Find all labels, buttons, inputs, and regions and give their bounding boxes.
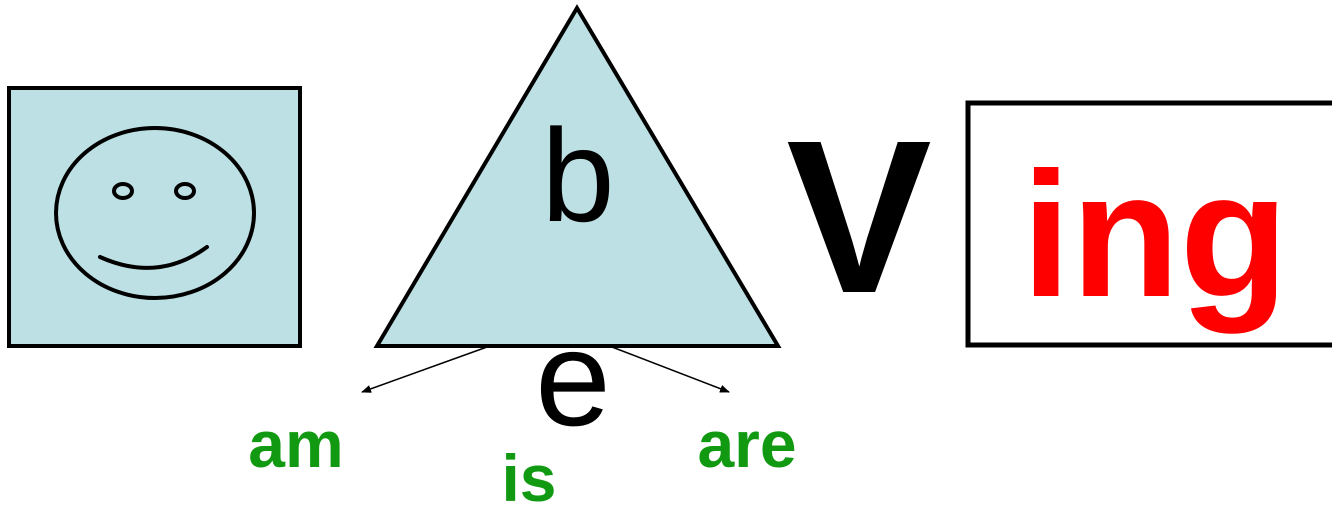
smiley-face-outline [54, 126, 256, 300]
letter-e: e [535, 302, 611, 454]
arrow-to-are [611, 346, 730, 393]
letter-b: b [541, 102, 614, 249]
suffix-box: ing [965, 100, 1332, 348]
suffix-ing: ing [1022, 135, 1289, 334]
form-is: is [501, 441, 556, 510]
subject-box [7, 86, 302, 348]
smiley-right-eye [174, 182, 196, 200]
smiley-mouth [98, 245, 209, 270]
form-am: am [248, 407, 343, 481]
smiley-face-icon [54, 126, 256, 300]
be-triangle-shape [373, 4, 782, 348]
arrow-to-am [361, 346, 488, 393]
verb-letter: V [786, 96, 931, 339]
be-triangle: b [373, 4, 782, 348]
form-are: are [697, 407, 796, 481]
suffix-box-border [965, 100, 1332, 348]
smiley-left-eye [112, 182, 134, 200]
